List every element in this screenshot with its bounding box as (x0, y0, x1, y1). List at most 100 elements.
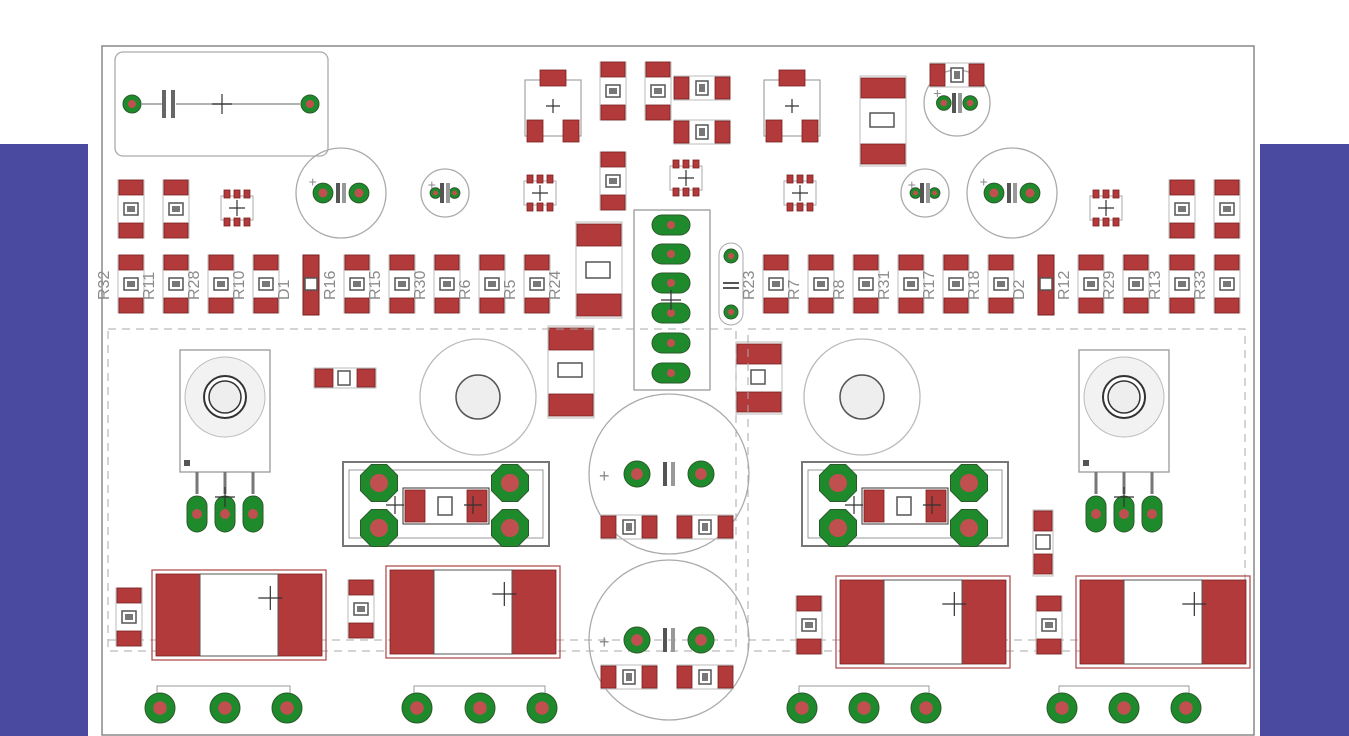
rq14-pad-r (1201, 579, 1247, 665)
r19-pad-top (116, 587, 142, 604)
row-right-label: R7 (786, 279, 803, 300)
x3-pin-drill-2 (667, 279, 675, 287)
q8-pin-1-drill (220, 509, 230, 519)
r2-pad-bottom (645, 104, 671, 121)
r14-outline (859, 75, 907, 167)
row-left-1-mark (172, 281, 180, 287)
r3-pad-bottom (600, 104, 626, 121)
row-right-9-pad-bottom (1169, 297, 1195, 314)
f2-cross-b (923, 496, 941, 514)
f1-pad-b-drill (370, 519, 388, 537)
rc12-pad-right (641, 515, 658, 539)
c5-polarity: + (908, 176, 916, 192)
r34-mark (127, 206, 135, 212)
c9-pad-plus-drill (940, 99, 948, 107)
c3-pad-a-drill (727, 252, 735, 260)
r23-pad-top (763, 254, 789, 271)
r4-pad-bottom (600, 194, 626, 211)
x3-pin-drill-1 (667, 250, 675, 258)
q1-2-pin-top-0 (526, 174, 534, 184)
rq14-body (1123, 579, 1203, 665)
output-pad-8-drill (919, 701, 933, 715)
output-pad-2-drill (280, 701, 294, 715)
row-right-label: R18 (966, 271, 983, 300)
r20-pad-top (348, 579, 374, 596)
f2-inner (807, 469, 1003, 539)
q14-cross (229, 200, 245, 216)
q5-pin-top-0 (1092, 189, 1100, 199)
q1-2-pin-bot-1 (536, 202, 544, 212)
r14-body (869, 112, 895, 128)
c2-pad-right (714, 76, 731, 100)
r34-pad-top (118, 179, 144, 196)
rq11-cross (258, 586, 283, 610)
c11-plate-a (1007, 183, 1011, 203)
q5-pin-bot-2 (1112, 217, 1120, 227)
rq13-outline (835, 575, 1011, 669)
row-right-label: R33 (1192, 271, 1209, 300)
row-left-5-pad-bottom (344, 297, 370, 314)
q9-10-pin-top-1 (682, 159, 690, 169)
c14-r-mark (172, 206, 180, 212)
r19-mark (125, 614, 133, 620)
c3-outline (718, 242, 744, 326)
row-left-7-mark (443, 281, 451, 287)
f1-pad-c-drill (501, 474, 519, 492)
row-right-label: R12 (1056, 271, 1073, 300)
c10-plate-b (342, 183, 346, 203)
q9-10-pin-top-2 (692, 159, 700, 169)
row-right-7-mark (1087, 281, 1095, 287)
rq12-cross (492, 582, 517, 606)
vr2-pad-top (778, 69, 806, 87)
q6-pin1-mark (1083, 460, 1089, 466)
d3-pad-r (356, 368, 376, 388)
r35-mark (1223, 206, 1231, 212)
q14-pin-top-0 (223, 189, 231, 199)
c-top-pad-plus-drill (631, 468, 643, 480)
q1-2-pin-bot-2 (546, 202, 554, 212)
q3-4-pin-top-1 (796, 174, 804, 184)
r3-pad-top (600, 61, 626, 78)
f1-pad-d-drill (501, 519, 519, 537)
c-bottom-outline (588, 559, 750, 721)
rq11-body (199, 573, 279, 657)
vr2-pad-br (801, 119, 819, 143)
row-left-8-pad-top (479, 254, 505, 271)
row-left-1-pad-bottom (163, 297, 189, 314)
r24-pad-bottom (576, 293, 622, 317)
rq11-outline (151, 569, 327, 661)
row-left-label: R5 (502, 279, 519, 300)
row-left-0-pad-top (118, 254, 144, 271)
output-pad-0-drill (153, 701, 167, 715)
row-left-6-mark (398, 281, 406, 287)
mount-hole-1 (839, 374, 885, 420)
q3-4-pin-bot-2 (806, 202, 814, 212)
r21-mark (805, 622, 813, 628)
f1-inner (348, 469, 544, 539)
mount-hole-0 (455, 374, 501, 420)
c11-pad-plus-drill (989, 188, 999, 198)
q9-10-pin-bot-0 (672, 187, 680, 197)
d4-pad-b (1033, 553, 1053, 575)
c1-pad-a-drill (127, 99, 137, 109)
rq14-cross (1182, 592, 1207, 616)
row-left-label: R28 (186, 271, 203, 300)
row-right-3-pad-top (898, 254, 924, 271)
q14-pin-bot-0 (223, 217, 231, 227)
row-left-8-pad-bottom (479, 297, 505, 314)
r35-pad-bottom (1214, 222, 1240, 239)
c1-outline (114, 51, 329, 157)
row-right-1-pad-bottom (808, 297, 834, 314)
row-right-5-pad-bottom (988, 297, 1014, 314)
pad-group-2 (798, 685, 930, 693)
c4-plate-a (440, 183, 444, 203)
f1-rf-body (437, 496, 453, 516)
f1-rf-pad-r (466, 489, 488, 523)
row-right-5-mark (997, 281, 1005, 287)
vr2-cross (785, 99, 799, 113)
d4-outline (1032, 509, 1054, 577)
c15-r-pad-bottom (1169, 222, 1195, 239)
f2-rf-outline (861, 487, 949, 525)
row-left-3-mark (262, 281, 270, 287)
pad-group-0 (156, 685, 291, 693)
